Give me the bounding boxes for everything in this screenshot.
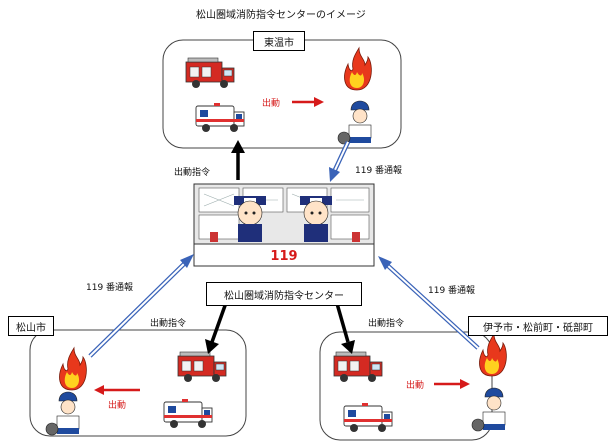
ambulance-icon-left — [163, 398, 213, 429]
dispatch-label-left: 出動指令 — [150, 319, 187, 329]
ambulance-icon-right — [343, 402, 393, 433]
rescuer-icon-top — [337, 100, 372, 145]
rescuer-icon-right — [471, 387, 506, 432]
fire-truck-icon-left — [177, 351, 227, 383]
report-label-top: 119 番通報 — [355, 166, 403, 176]
report-label-right: 119 番通報 — [428, 286, 476, 296]
fire-icon-top — [344, 47, 372, 91]
fire-truck-icon-top — [185, 57, 235, 89]
deploy-label-left: 出動 — [108, 401, 127, 411]
fire-truck-icon-right — [333, 351, 383, 383]
dispatch-label-right: 出動指令 — [368, 319, 405, 329]
area-label-top: 東温市 — [253, 31, 305, 51]
command-center-console — [193, 183, 375, 267]
right-area-frame — [319, 331, 493, 441]
area-label-right: 伊予市・松前町・砥部町 — [468, 316, 608, 336]
area-label-left: 松山市 — [8, 316, 54, 336]
dispatch-arrow-left — [210, 299, 229, 343]
fire-icon-left — [59, 347, 87, 391]
deploy-label-right: 出動 — [406, 381, 425, 391]
ambulance-icon-top — [195, 102, 245, 133]
left-area-frame — [29, 329, 247, 437]
center-label: 松山圏域消防指令センター — [206, 282, 362, 306]
report-label-left: 119 番通報 — [86, 283, 134, 293]
diagram-title: 松山圏域消防指令センターのイメージ — [196, 10, 366, 21]
console-number: 119 — [270, 249, 297, 264]
fire-icon-right — [479, 333, 507, 377]
rescuer-icon-left — [45, 391, 80, 436]
deploy-label-top: 出動 — [262, 99, 281, 109]
dispatch-label-top: 出動指令 — [174, 168, 211, 178]
dispatch-arrow-right — [334, 299, 350, 343]
